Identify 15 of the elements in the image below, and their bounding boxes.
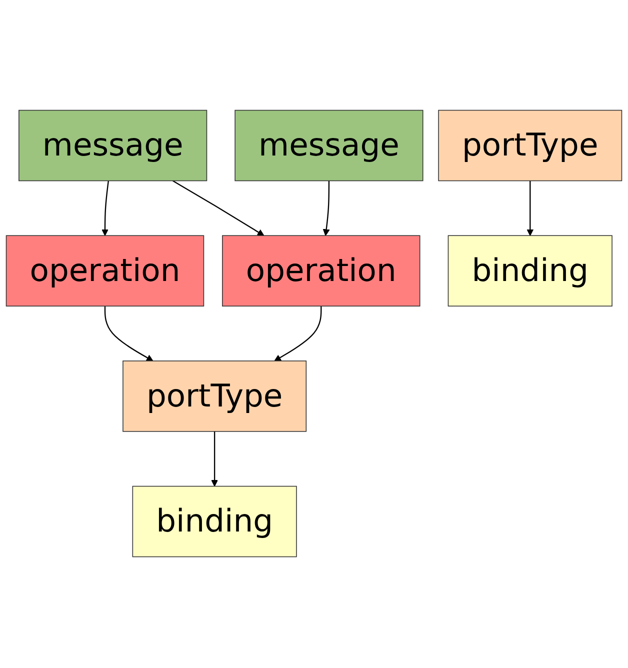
node-box: binding <box>132 486 297 558</box>
arrow <box>322 181 330 236</box>
node-box: message <box>234 110 424 182</box>
arrow <box>104 306 154 362</box>
node-box: message <box>18 110 208 182</box>
node-box: binding <box>448 236 612 307</box>
arrow <box>526 181 534 236</box>
node-box: portType <box>122 361 307 432</box>
arrow <box>211 432 218 488</box>
node-box: operation <box>222 236 420 307</box>
arrow <box>274 306 322 362</box>
arrow <box>102 181 109 236</box>
node-box: operation <box>6 236 204 307</box>
arrow <box>172 180 264 236</box>
node-box: portType <box>438 110 622 182</box>
